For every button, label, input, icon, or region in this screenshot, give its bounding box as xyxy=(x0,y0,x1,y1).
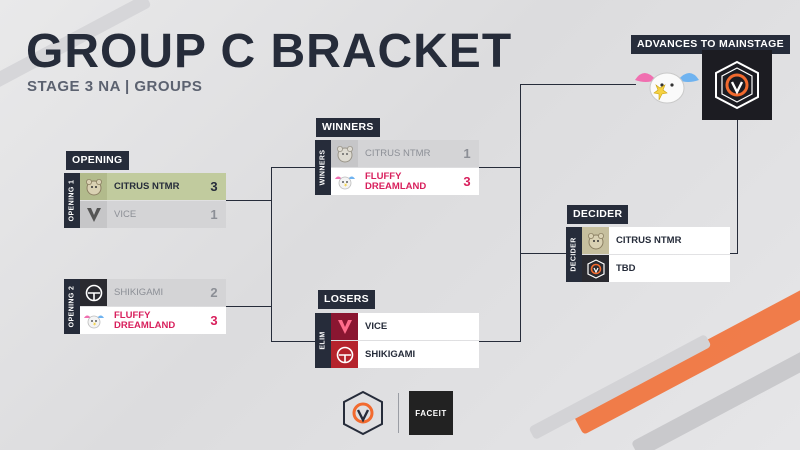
team-score: 3 xyxy=(210,313,218,328)
connector-line xyxy=(479,167,521,168)
connector-line xyxy=(479,341,521,342)
team-row[interactable]: SHIKIGAMI xyxy=(331,341,479,368)
match-side-label: ELIM xyxy=(315,313,331,368)
shikigami-logo-icon xyxy=(80,279,107,306)
team-row[interactable]: CITRUS NTMR 3 xyxy=(80,173,226,200)
match-side-label: OPENING 1 xyxy=(64,173,80,228)
team-name: SHIKIGAMI xyxy=(365,348,416,360)
team-name: VICE xyxy=(365,320,388,332)
team-row[interactable]: CITRUS NTMR 1 xyxy=(331,140,479,167)
citrus-ntmr-logo-icon xyxy=(582,227,609,254)
team-row[interactable]: SHIKIGAMI 2 xyxy=(80,279,226,306)
match-side-label: WINNERS xyxy=(315,140,331,195)
match-decider[interactable]: DECIDER CITRUS NTMR TBD xyxy=(566,227,730,282)
connector-line xyxy=(271,167,272,341)
advanced-team-logo xyxy=(632,64,702,108)
connector-line xyxy=(226,306,272,307)
overwatch-logo-icon xyxy=(715,60,759,110)
losers-label: LOSERS xyxy=(318,290,375,309)
footer-logos: FACEIT xyxy=(340,390,453,436)
connector-line xyxy=(729,253,738,254)
page-title: GROUP C BRACKET xyxy=(26,25,513,78)
team-name: CITRUS NTMR xyxy=(365,147,431,159)
fluffy-dreamland-logo-icon xyxy=(80,307,107,334)
overwatch-logo-box xyxy=(702,50,772,120)
match-side-label: OPENING 2 xyxy=(64,279,80,334)
team-row[interactable]: VICE xyxy=(331,313,479,340)
team-row[interactable]: VICE 1 xyxy=(80,201,226,228)
match-side-label: DECIDER xyxy=(566,227,582,282)
team-score: 3 xyxy=(463,174,471,189)
fluffy-dreamland-logo-icon xyxy=(331,168,358,195)
connector-line xyxy=(737,119,738,254)
team-score: 3 xyxy=(210,179,218,194)
team-name: VICE xyxy=(114,208,137,220)
vice-logo-icon xyxy=(80,201,107,228)
connector-line xyxy=(226,200,272,201)
team-score: 1 xyxy=(463,146,471,161)
connector-line xyxy=(271,341,316,342)
citrus-ntmr-logo-icon xyxy=(331,140,358,167)
decider-label: DECIDER xyxy=(567,205,629,224)
footer-divider xyxy=(398,393,399,433)
vice-logo-icon xyxy=(331,313,358,340)
faceit-logo: FACEIT xyxy=(409,391,453,435)
team-name: TBD xyxy=(616,262,636,274)
fluffy-dreamland-mascot-icon xyxy=(635,72,699,104)
connector-line xyxy=(271,167,316,168)
match-opening-1[interactable]: OPENING 1 CITRUS NTMR 3 VICE 1 xyxy=(64,173,226,228)
overwatch-champions-logo-icon xyxy=(343,390,383,436)
citrus-ntmr-logo-icon xyxy=(80,173,107,200)
team-name: CITRUS NTMR xyxy=(616,234,682,246)
connector-line xyxy=(520,84,636,85)
team-score: 2 xyxy=(210,285,218,300)
team-score: 1 xyxy=(210,207,218,222)
match-elim[interactable]: ELIM VICE SHIKIGAMI xyxy=(315,313,479,368)
winners-label: WINNERS xyxy=(316,118,380,137)
team-name: SHIKIGAMI xyxy=(114,286,164,298)
connector-line xyxy=(520,253,566,254)
advances-label: ADVANCES TO MAINSTAGE xyxy=(631,35,790,54)
connector-line xyxy=(520,84,521,342)
overwatch-logo-icon xyxy=(582,255,609,282)
page-subtitle: STAGE 3 NA | GROUPS xyxy=(27,78,203,95)
opening-label: OPENING xyxy=(66,151,129,170)
team-name: CITRUS NTMR xyxy=(114,180,180,192)
team-row[interactable]: TBD xyxy=(582,255,730,282)
shikigami-logo-icon xyxy=(331,341,358,368)
team-row[interactable]: CITRUS NTMR xyxy=(582,227,730,254)
